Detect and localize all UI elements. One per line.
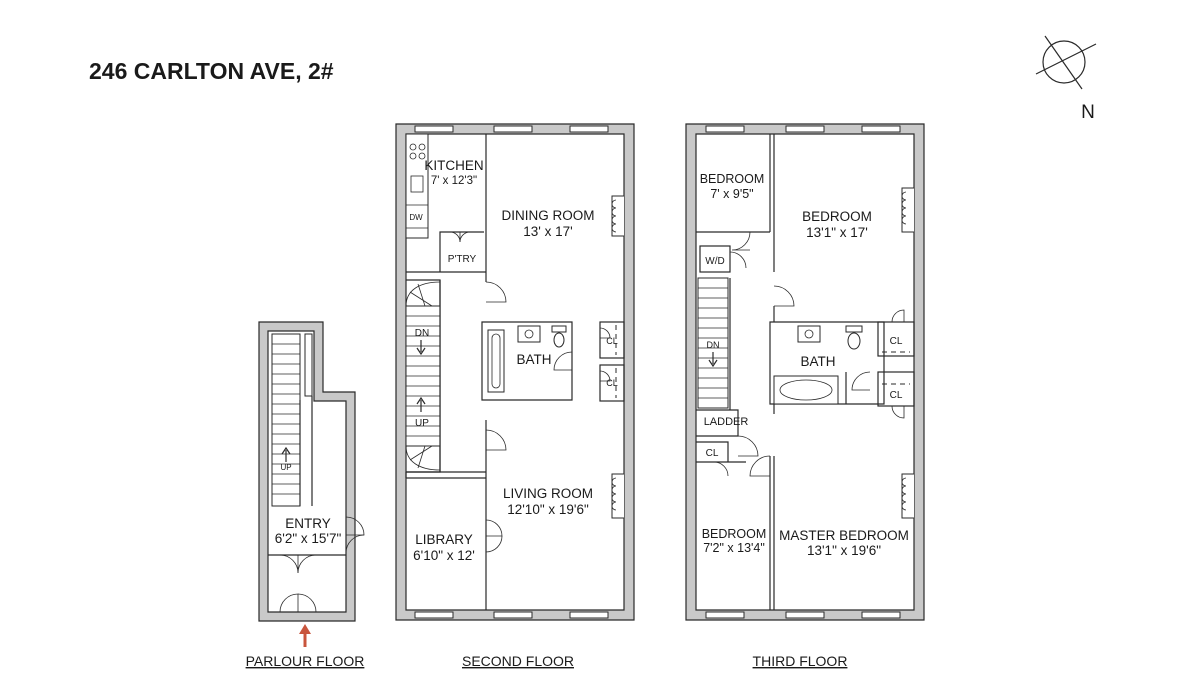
floor-name-second: SECOND FLOOR xyxy=(462,653,574,669)
washer-dryer-label: W/D xyxy=(705,256,724,267)
third-bedroom-3-dims: 7'2" x 13'4" xyxy=(703,541,765,555)
kitchen-name: KITCHEN xyxy=(424,158,483,173)
second-stair-down-label: DN xyxy=(415,328,429,339)
entry-arrow-icon xyxy=(299,624,311,647)
master-bedroom-name: MASTER BEDROOM xyxy=(779,528,909,543)
third-bedroom-3-name: BEDROOM xyxy=(702,527,767,541)
parlour-stair-treads xyxy=(272,343,300,495)
living-room-name: LIVING ROOM xyxy=(503,486,593,501)
dishwasher-label: DW xyxy=(409,213,423,222)
third-bedroom-2-dims: 13'1" x 17' xyxy=(806,225,868,240)
parlour-stair-label: UP xyxy=(280,463,291,472)
third-bath-label: BATH xyxy=(800,354,835,369)
entry-room-dims: 6'2" x 15'7" xyxy=(275,531,342,546)
second-stair-up-label: UP xyxy=(415,418,429,429)
third-bedroom-1-dims: 7' x 9'5" xyxy=(710,187,753,201)
master-bedroom-dims: 13'1" x 19'6" xyxy=(807,543,881,558)
second-bath-label: BATH xyxy=(516,352,551,367)
compass-icon xyxy=(1035,35,1097,90)
ladder-label: LADDER xyxy=(704,416,749,428)
page-title: 246 CARLTON AVE, 2# xyxy=(89,58,334,84)
floor-name-parlour: PARLOUR FLOOR xyxy=(246,653,365,669)
second-floor-windows xyxy=(414,125,609,619)
second-closet-1-label: CL xyxy=(606,336,618,346)
library-dims: 6'10" x 12' xyxy=(413,548,475,563)
kitchen-dims: 7' x 12'3" xyxy=(431,175,477,187)
compass-north-label: N xyxy=(1081,102,1095,123)
second-closet-2-label: CL xyxy=(606,378,618,388)
third-bedroom-2-name: BEDROOM xyxy=(802,209,872,224)
pantry-label: P'TRY xyxy=(448,254,477,265)
dining-room-name: DINING ROOM xyxy=(502,208,595,223)
third-stair-down-label: DN xyxy=(707,340,720,350)
third-closet-2-label: CL xyxy=(890,390,903,401)
entry-room-name: ENTRY xyxy=(285,516,331,531)
living-room-dims: 12'10" x 19'6" xyxy=(507,502,589,517)
second-floor-plan: DW xyxy=(395,123,635,621)
parlour-floor-plan: UP xyxy=(258,321,365,647)
third-closet-3-label: CL xyxy=(706,448,719,459)
third-floor-windows xyxy=(705,125,901,619)
third-floor-plan xyxy=(685,123,925,621)
floor-name-third: THIRD FLOOR xyxy=(753,653,848,669)
third-closet-1-label: CL xyxy=(890,336,903,347)
third-bedroom-1-name: BEDROOM xyxy=(700,172,765,186)
dining-room-dims: 13' x 17' xyxy=(523,224,572,239)
library-name: LIBRARY xyxy=(415,532,473,547)
